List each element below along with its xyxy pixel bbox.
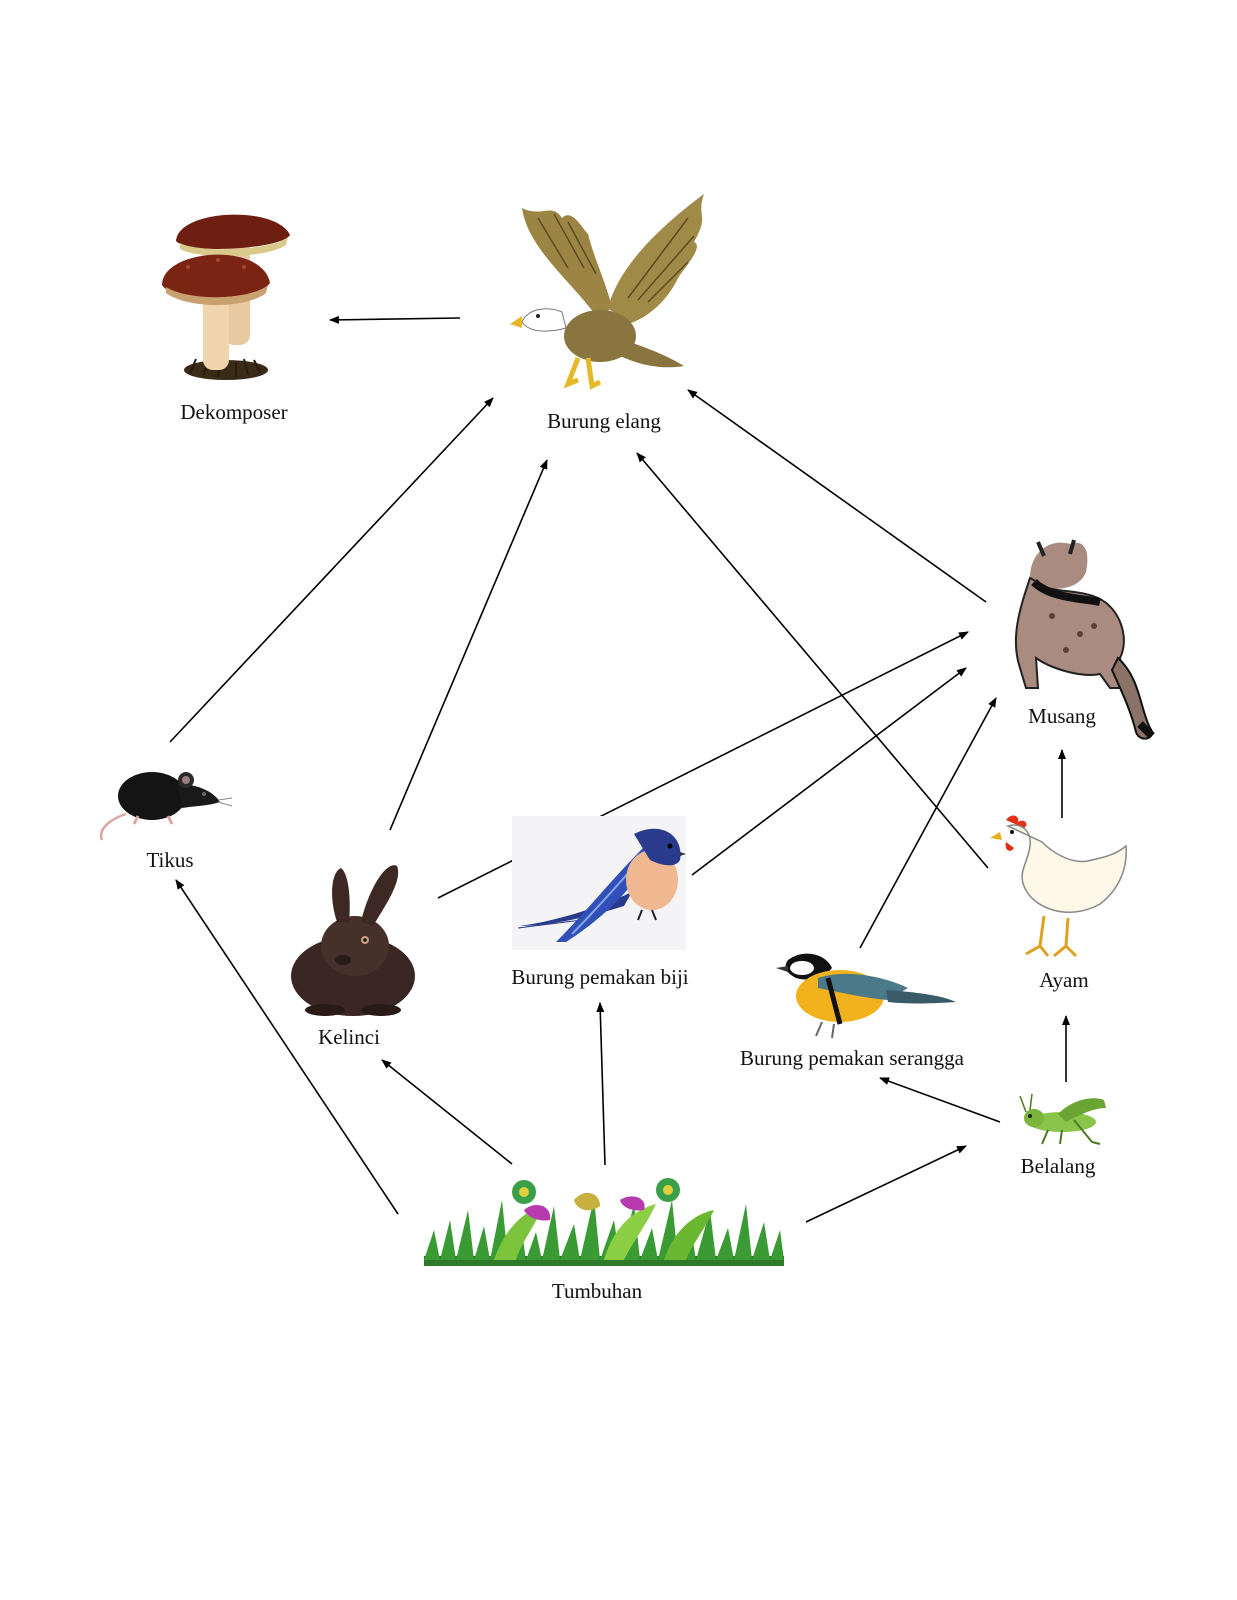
arrow-tumbuhan-to-tikus — [175, 879, 399, 1215]
label-ayam: Ayam — [1039, 968, 1089, 992]
arrow-tumbuhan-to-belalang — [805, 1145, 967, 1223]
mouse-icon — [98, 764, 238, 844]
mushroom-icon — [158, 205, 298, 385]
arrow-ayam-to-burung-elang — [636, 452, 989, 869]
label-tikus: Tikus — [146, 848, 194, 872]
swallow-icon — [512, 816, 686, 950]
arrow-belalang-to-burung-pemakan-serangga — [879, 1077, 1001, 1123]
arrow-tumbuhan-to-kelinci — [381, 1059, 513, 1165]
label-burung-elang: Burung elang — [547, 409, 661, 433]
eagle-icon — [508, 188, 713, 403]
arrow-kelinci-to-burung-elang — [389, 459, 548, 831]
arrow-burung-pemakan-biji-to-musang — [691, 667, 967, 876]
arrow-musang-to-burung-elang — [687, 389, 987, 603]
grasshopper-icon — [1018, 1092, 1110, 1148]
label-dekomposer: Dekomposer — [180, 400, 288, 424]
label-burung-pemakan-biji: Burung pemakan biji — [511, 965, 689, 989]
plants-icon — [424, 1170, 784, 1266]
civet-icon — [990, 538, 1170, 748]
arrow-tikus-to-burung-elang — [169, 397, 494, 743]
hen-icon — [988, 812, 1133, 962]
label-burung-pemakan-serangga: Burung pemakan serangga — [740, 1046, 964, 1070]
label-belalang: Belalang — [1020, 1154, 1096, 1178]
arrow-burung-elang-to-dekomposer — [329, 315, 461, 324]
arrow-tumbuhan-to-burung-pemakan-biji — [596, 1002, 606, 1166]
rabbit-icon — [285, 860, 420, 1020]
great-tit-icon — [768, 948, 958, 1040]
arrow-burung-pemakan-serangga-to-musang — [859, 697, 997, 949]
label-kelinci: Kelinci — [318, 1025, 380, 1049]
label-tumbuhan: Tumbuhan — [551, 1279, 643, 1303]
label-musang: Musang — [1028, 704, 1096, 728]
